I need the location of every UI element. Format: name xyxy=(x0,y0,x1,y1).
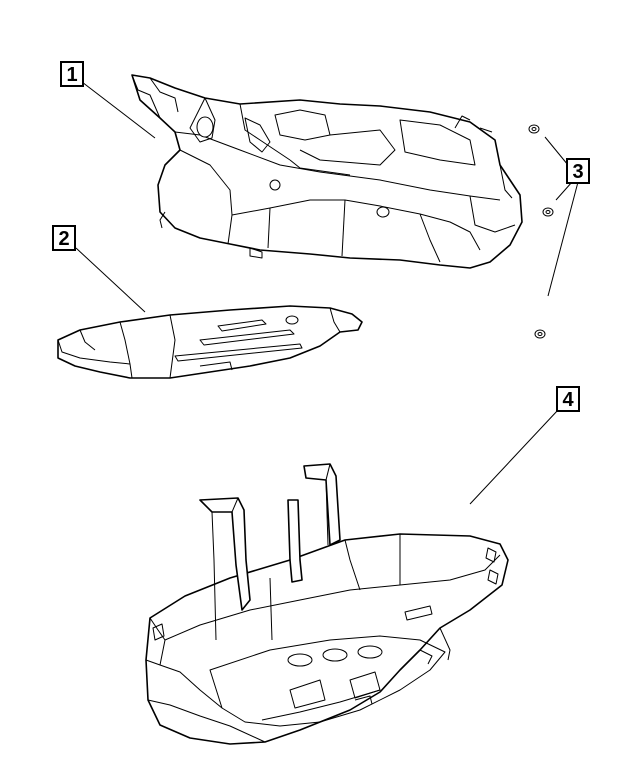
svg-text:4: 4 xyxy=(562,389,574,411)
callout-2: 2 xyxy=(52,225,76,251)
callout-1: 1 xyxy=(60,61,84,87)
callout-3: 3 xyxy=(566,158,590,184)
leader-line-4 xyxy=(469,409,559,505)
skid-plate-icon[interactable] xyxy=(145,463,509,745)
leader-line-1 xyxy=(81,81,156,139)
svg-text:3: 3 xyxy=(572,161,583,183)
leader-line-3c xyxy=(547,181,579,297)
svg-text:2: 2 xyxy=(58,228,69,250)
nut-icon[interactable] xyxy=(528,124,554,339)
svg-text:1: 1 xyxy=(66,64,77,86)
leader-line-2 xyxy=(75,247,146,313)
leader-line-3b xyxy=(555,181,573,201)
leader-line-3a xyxy=(544,136,569,166)
heat-shield-icon[interactable] xyxy=(57,305,363,379)
callout-4: 4 xyxy=(556,386,580,412)
fuel-tank-icon[interactable] xyxy=(131,74,523,269)
